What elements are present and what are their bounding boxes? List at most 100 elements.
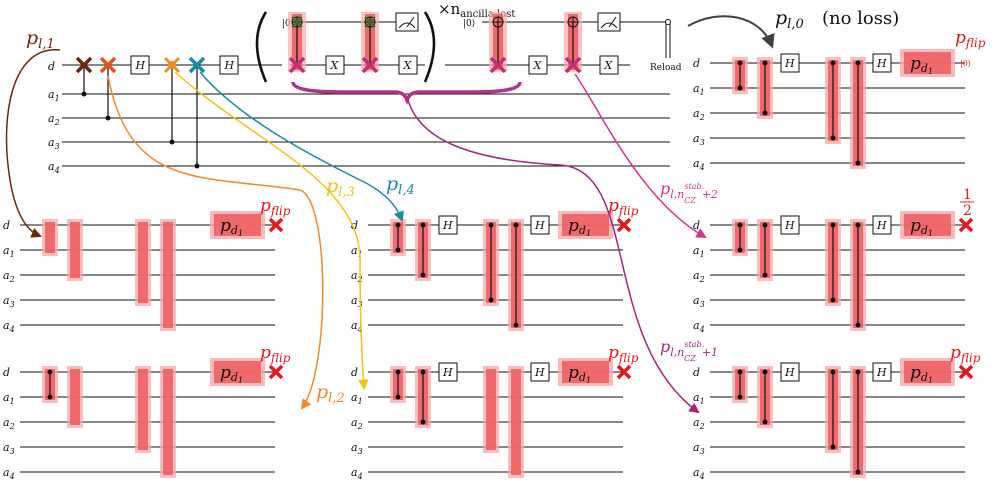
wire-label: a4 (693, 319, 705, 334)
loss-point-orange (163, 56, 181, 74)
wire-label: a1 (693, 391, 705, 406)
wire-label: a4 (351, 466, 363, 481)
arrow-pl3 (174, 71, 369, 391)
wire-label: a2 (693, 107, 705, 122)
svg-text:H: H (784, 57, 795, 70)
pd1-label: pd1 (910, 363, 933, 385)
svg-text:H: H (442, 366, 453, 379)
loss-cross-magenta-2 (361, 56, 379, 74)
wire-label: a4 (3, 466, 15, 481)
hadamard-gate (780, 215, 800, 235)
wire-label: a1 (3, 391, 15, 406)
pd1-label: pd1 (568, 216, 591, 238)
label-pl0: pl,0 (775, 7, 804, 32)
wire-label: d (351, 219, 358, 232)
svg-text:X: X (330, 59, 340, 72)
label-pl1: pl,1 (26, 27, 55, 52)
wire-label: a2 (693, 269, 705, 284)
wire-label: d (693, 57, 700, 70)
paren-left (255, 11, 268, 83)
hadamard-gate-2 (219, 55, 239, 75)
loss-cross-green-2 (364, 16, 376, 28)
half-numerator: 1 (963, 187, 972, 203)
label-pl4: pl,4 (386, 173, 415, 198)
magenta-brace (291, 81, 522, 105)
half-denominator: 2 (963, 203, 972, 219)
wire-label: d (351, 366, 358, 379)
loss-cross-teal (188, 56, 206, 74)
svg-text:H: H (784, 219, 795, 232)
arrow-pl0 (687, 15, 775, 49)
svg-text:X: X (604, 59, 614, 72)
svg-text:H: H (876, 366, 887, 379)
label-pl-ncz2: pl,nstab.CZ+2 (660, 179, 718, 205)
hadamard-gate (530, 215, 550, 235)
wire-label: a4 (693, 466, 705, 481)
svg-text:H: H (534, 366, 545, 379)
measurement-gate-1 (395, 12, 419, 32)
loss-cross-orange-red (99, 56, 117, 74)
loss-cross-green-1 (291, 16, 303, 28)
wire-label: a1 (693, 244, 705, 259)
measurement-gate-2 (597, 12, 621, 32)
hadamard-gate (872, 215, 892, 235)
wire-label: a3 (3, 441, 15, 456)
wire-label: d (3, 219, 10, 232)
arrows (5, 15, 775, 414)
x-gate-3 (528, 55, 548, 75)
x-gate-4 (599, 55, 619, 75)
pd1-label: pd1 (568, 363, 591, 385)
svg-text:X: X (533, 59, 543, 72)
wire-label: a3 (693, 294, 705, 309)
wire-label: a3 (693, 441, 705, 456)
svg-text:H: H (876, 57, 887, 70)
wire-label-a3: a3 (48, 136, 60, 151)
label-pl2: pl,2 (316, 381, 345, 406)
pflip-label: pflip (260, 196, 291, 218)
x-gate-1 (325, 55, 345, 75)
ket-zero-small: |0⟩ (960, 59, 971, 68)
hadamard-gate (872, 53, 892, 73)
x-gate-2 (398, 55, 418, 75)
loss-cross-magenta-1 (288, 56, 306, 74)
svg-text:H: H (534, 219, 545, 232)
wire-label: a3 (693, 132, 705, 147)
loss-cross-magenta-4 (564, 56, 582, 74)
wire-label: a1 (3, 244, 15, 259)
wire-label: a1 (693, 82, 705, 97)
svg-text:H: H (784, 366, 795, 379)
ket-zero-2: |0⟩ (463, 19, 475, 29)
hadamard-gate (438, 215, 458, 235)
label-no-loss: (no loss) (822, 8, 899, 29)
arrow-pl2 (107, 75, 324, 410)
repeat-label: ×nancilla lost (438, 0, 515, 20)
hadamard-gate (438, 362, 458, 382)
wire-label: a4 (3, 319, 15, 334)
hadamard-gate (780, 362, 800, 382)
pflip-label: pflip (260, 343, 291, 365)
paren-right (423, 11, 436, 83)
reload-label: Reload (650, 63, 682, 73)
arrow-pl4 (199, 71, 404, 222)
wire-label: a2 (3, 269, 15, 284)
svg-text:H: H (442, 219, 453, 232)
wire-label: a2 (693, 416, 705, 431)
wire-label: a2 (351, 416, 363, 431)
svg-text:H: H (876, 219, 887, 232)
wire-label: a1 (351, 244, 363, 259)
label-pl-ncz1: pl,nstab.CZ+1 (660, 337, 718, 363)
wire-label: a3 (351, 441, 363, 456)
pflip-label: pflip (955, 28, 986, 50)
loss-cross-brown (75, 56, 93, 74)
pflip-label: pflip (950, 343, 981, 365)
arrow-pl-ncz2 (574, 73, 707, 239)
